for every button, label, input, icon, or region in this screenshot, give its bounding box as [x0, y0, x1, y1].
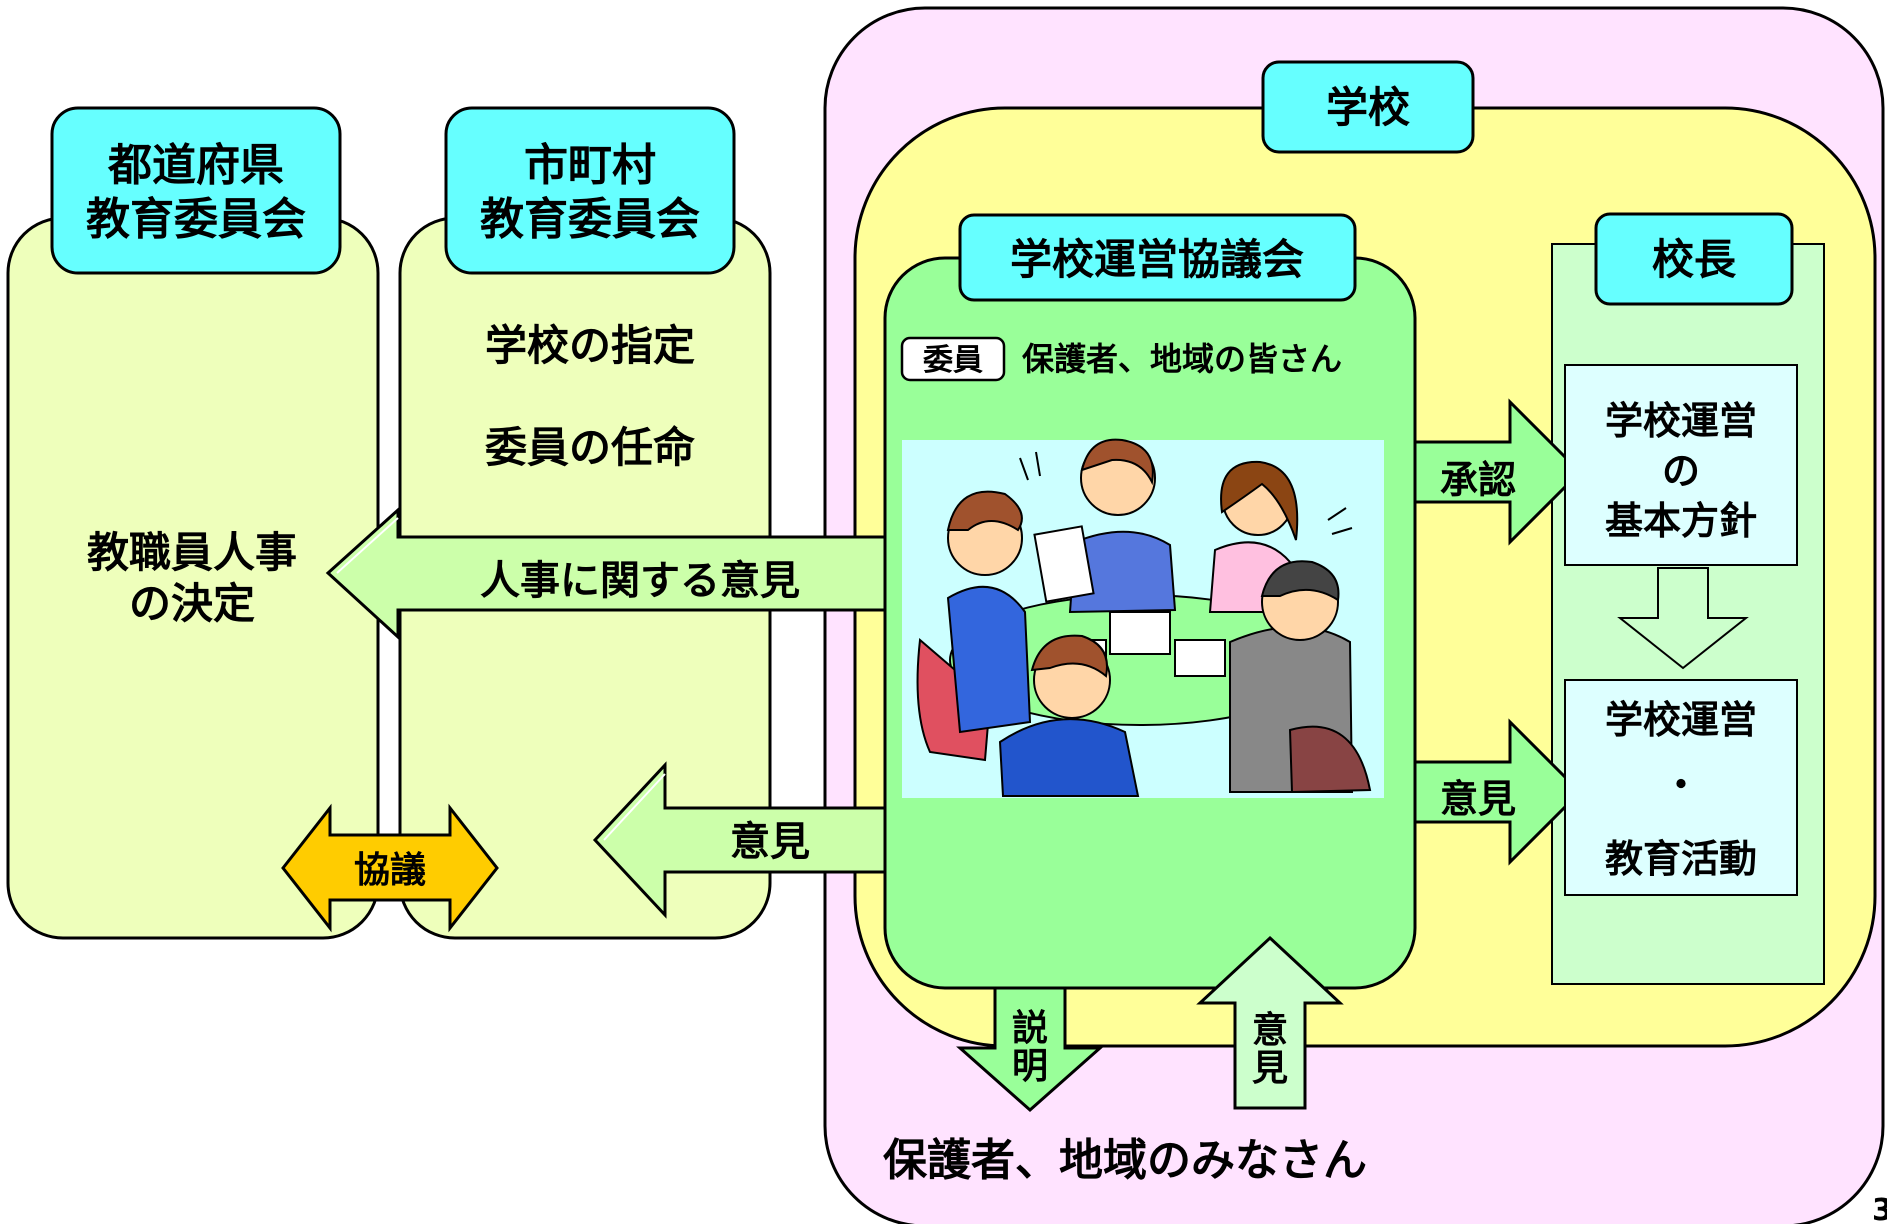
explain-arrow — [956, 986, 1104, 1113]
council-header — [958, 213, 1357, 302]
municipal-board-header — [444, 106, 736, 275]
prefecture-board-title-1: 都道府県 — [107, 140, 284, 191]
policy-line-3: 基本方針 — [1605, 499, 1757, 543]
page-number: 3 — [1872, 1193, 1887, 1224]
prefecture-text-2: の決定 — [129, 579, 255, 628]
community-label: 保護者、地域のみなさん — [883, 1135, 1367, 1186]
opinion-to-activities-arrow — [1413, 718, 1583, 866]
activities-line-3: 教育活動 — [1605, 837, 1757, 881]
activities-box — [1564, 679, 1798, 896]
council-title: 学校運営協議会 — [1010, 235, 1304, 284]
members-text: 保護者、地域の皆さん — [1022, 340, 1342, 378]
meeting-illustration — [902, 438, 1384, 798]
prefecture-text-1: 教職員人事 — [87, 528, 297, 577]
opinion-up-char-2: 見 — [1252, 1048, 1288, 1089]
opinion-to-activities-label: 意見 — [1440, 777, 1516, 821]
policy-box — [1564, 364, 1798, 566]
prefecture-board-header — [50, 106, 342, 275]
policy-line-1: 学校運営 — [1605, 399, 1757, 443]
explain-char-1: 説 — [1012, 1008, 1048, 1049]
activities-line-2: ・ — [1662, 763, 1700, 807]
consult-arrow — [281, 803, 499, 933]
municipal-board-title-2: 教育委員会 — [480, 194, 700, 245]
members-badge-label: 委員 — [923, 343, 983, 378]
principal-header — [1594, 212, 1794, 306]
opinion-to-municipal-label: 意見 — [730, 819, 810, 865]
prefecture-board-title-2: 教育委員会 — [86, 194, 306, 245]
municipal-text-1: 学校の指定 — [485, 321, 695, 370]
approval-arrow — [1413, 398, 1583, 546]
approval-label: 承認 — [1440, 458, 1516, 502]
principal-title: 校長 — [1652, 235, 1737, 284]
school-title: 学校 — [1326, 83, 1410, 132]
municipal-board-title-1: 市町村 — [524, 140, 656, 191]
explain-char-2: 明 — [1012, 1046, 1048, 1087]
activities-line-1: 学校運営 — [1605, 698, 1757, 742]
opinion-up-char-1: 意 — [1252, 1010, 1288, 1051]
policy-to-activities-arrow — [1617, 567, 1749, 670]
members-badge — [900, 336, 1006, 382]
municipal-text-2: 委員の任命 — [485, 423, 695, 472]
consult-label: 協議 — [354, 850, 426, 891]
personnel-opinion-label: 人事に関する意見 — [480, 558, 800, 604]
school-header — [1261, 60, 1475, 154]
policy-line-2: の — [1662, 449, 1700, 493]
opinion-up-arrow — [1196, 935, 1344, 1110]
